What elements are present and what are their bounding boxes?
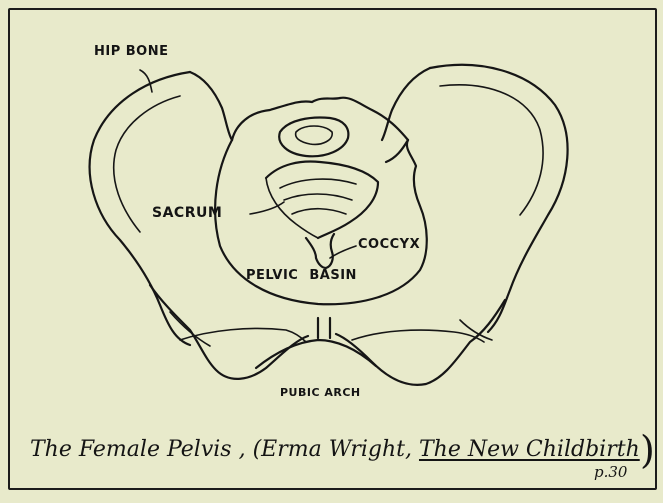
sacrum-body [266, 162, 378, 238]
figure-caption: The Female Pelvis , (Erma Wright, The Ne… [30, 437, 650, 462]
sacrum-band-2 [284, 194, 352, 200]
caption-author: Erma Wright, [261, 437, 419, 462]
caption-close-paren: ) [640, 428, 655, 472]
caption-open-paren: ( [253, 437, 262, 462]
left-iliac-crest [190, 72, 232, 140]
caption-book-title: The New Childbirth [419, 437, 640, 462]
sacrum-label: SACRUM [152, 205, 222, 221]
pubic-arch-curve [256, 340, 376, 368]
right-hip-bone-inner [440, 85, 543, 215]
pelvic-basin-label: PELVIC BASIN [246, 268, 357, 283]
right-obturator [352, 330, 484, 342]
hip-bone-label: HIP BONE [94, 44, 169, 59]
pubic-arch-label: PUBIC ARCH [280, 386, 361, 399]
right-iliac-crest [382, 68, 430, 140]
caption-page-ref: p.30 [594, 463, 627, 481]
sacrum-vertebra-1 [279, 118, 348, 157]
pubic-symphysis [318, 318, 330, 338]
caption-title: The Female Pelvis , [30, 437, 246, 462]
right-hip-bone-outline [430, 65, 568, 332]
coccyx-leader [330, 246, 356, 258]
sacrum-band-1 [280, 179, 356, 188]
sacrum-top [232, 98, 408, 162]
right-ischium [336, 300, 505, 385]
sacrum-band-3 [292, 209, 346, 214]
left-obturator [180, 328, 306, 342]
coccyx-label: COCCYX [358, 237, 420, 252]
sacrum-vertebra-1-inner [296, 126, 333, 144]
coccyx-shape [306, 234, 334, 268]
